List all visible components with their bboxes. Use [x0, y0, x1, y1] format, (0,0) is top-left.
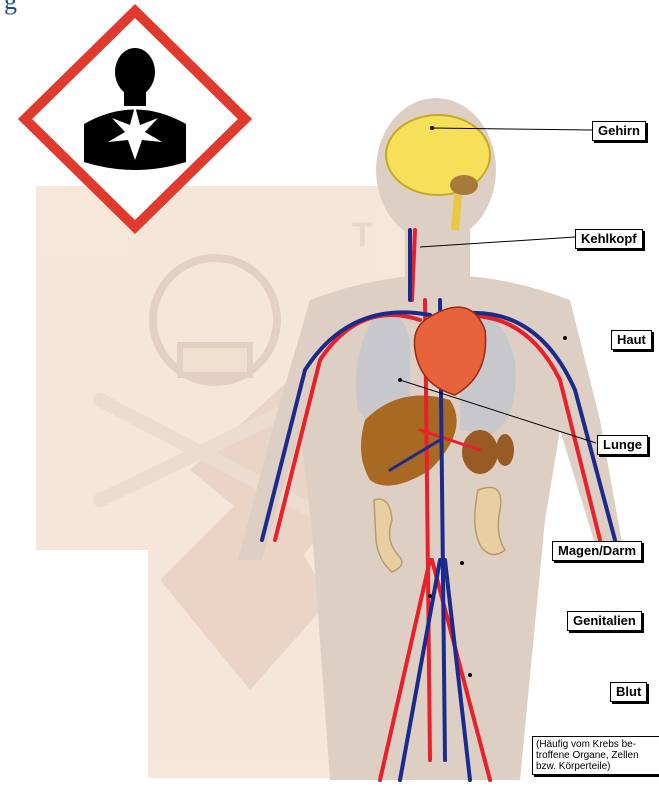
svg-text:T: T	[352, 216, 373, 254]
label-blood: Blut	[610, 682, 647, 702]
label-skin: Haut	[611, 330, 652, 350]
footnote: (Häufig vom Krebs be-troffene Organe, Ze…	[532, 736, 659, 775]
label-brain: Gehirn	[592, 121, 646, 141]
title-fragment: g	[4, 0, 17, 16]
label-genitals: Genitalien	[567, 611, 642, 631]
label-larynx: Kehlkopf	[575, 229, 643, 249]
label-lung: Lunge	[597, 435, 648, 455]
label-stomach-intestine: Magen/Darm	[552, 541, 642, 561]
kidney	[462, 430, 498, 474]
